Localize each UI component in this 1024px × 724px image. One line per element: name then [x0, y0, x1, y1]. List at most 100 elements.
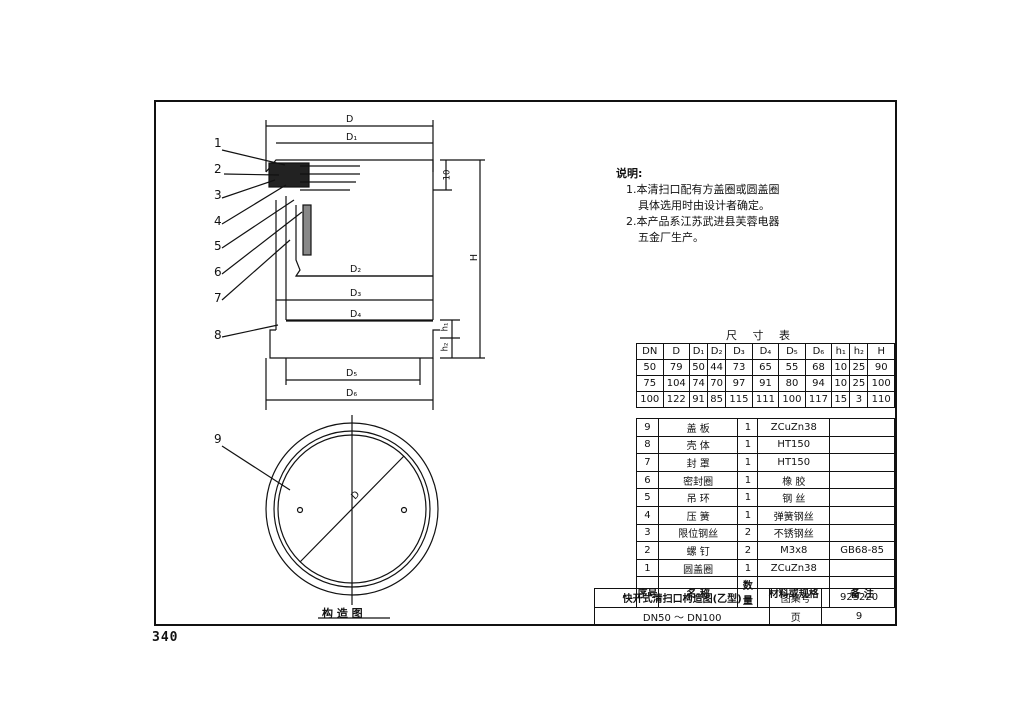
dim-label-10: 10: [442, 169, 453, 181]
cell: 4: [636, 505, 659, 525]
cell: [829, 558, 895, 578]
callout-8: 8: [214, 328, 222, 342]
table-row: 1 圆盖圈 1 ZCuZn38: [636, 558, 895, 578]
cell: [829, 488, 895, 507]
cell: 圆盖圈: [657, 558, 739, 578]
cell: 9: [636, 418, 659, 437]
col-header: D₁: [688, 343, 709, 360]
dim-label-d1: D₁: [346, 132, 358, 143]
plan-caption: 构 造 图: [322, 607, 363, 620]
cell: [829, 470, 895, 490]
cell: ZCuZn38: [757, 418, 831, 437]
cell: 85: [707, 391, 727, 408]
dim-label-d5: D₅: [346, 368, 358, 379]
sheet-page-number: 9: [821, 606, 897, 626]
cell: 117: [804, 391, 833, 408]
cell: 70: [707, 375, 727, 392]
atlas-number: 92S220: [821, 588, 897, 608]
page-number: 340: [152, 630, 179, 645]
dim-label-h2: h₂: [440, 342, 451, 352]
cell: 25: [849, 375, 869, 392]
cell: 73: [725, 359, 753, 376]
cell: 2: [737, 523, 759, 543]
cell: 74: [688, 375, 709, 392]
cell: 104: [662, 375, 690, 392]
callout-1: 1: [214, 136, 222, 150]
cell: 91: [688, 391, 709, 408]
note-1a: 1.本清扫口配有方盖圈或圆盖圈: [626, 183, 780, 196]
cell: 1: [737, 453, 759, 472]
cell: [829, 418, 895, 437]
cell: 限位钢丝: [657, 523, 739, 543]
cell: 封 罩: [657, 453, 739, 472]
cell: 100: [867, 375, 895, 392]
notes-block: 说明: 1.本清扫口配有方盖圈或圆盖圈 具体选用时由设计者确定。 2.本产品系江…: [616, 166, 780, 246]
cell: 110: [867, 391, 895, 408]
col-header: H: [867, 343, 895, 360]
cell: 50: [688, 359, 709, 376]
drawing-sheet-frame: [154, 100, 897, 626]
col-header: D₄: [751, 343, 780, 360]
cell: 68: [804, 359, 833, 376]
dimension-table-caption: 尺 寸 表: [726, 329, 796, 342]
dim-label-h: H: [469, 253, 481, 262]
cell: 10: [831, 359, 851, 376]
cell: 80: [778, 375, 806, 392]
atlas-label: 图集号: [769, 588, 823, 608]
cell: 6: [636, 470, 659, 490]
dim-label-d: D: [346, 114, 354, 125]
parts-list-table: 9 盖 板 1 ZCuZn38 8 壳 体 1 HT150 7 封 罩 1 HT…: [636, 418, 895, 609]
cell: 密封圈: [657, 470, 739, 490]
note-1b: 具体选用时由设计者确定。: [638, 199, 770, 212]
cell: 盖 板: [657, 418, 739, 437]
cell: 10: [831, 375, 851, 392]
cell: 壳 体: [657, 435, 739, 455]
cell: 螺 钉: [657, 541, 739, 560]
cell: 1: [737, 435, 759, 455]
cell: 100: [778, 391, 806, 408]
cell: 122: [662, 391, 690, 408]
callout-3: 3: [214, 188, 222, 202]
cell: GB68-85: [829, 541, 895, 560]
table-row: 100 122 91 85 115 111 100 117 15 3 110: [636, 391, 895, 408]
table-row: 75 104 74 70 97 91 80 94 10 25 100: [636, 375, 895, 392]
cell: 1: [737, 505, 759, 525]
cell: 55: [778, 359, 806, 376]
cell: [829, 505, 895, 525]
note-2b: 五金厂生产。: [638, 231, 704, 244]
cell: 115: [725, 391, 753, 408]
cell: 15: [831, 391, 851, 408]
col-header: D₅: [778, 343, 806, 360]
cell: 91: [751, 375, 780, 392]
cell: 8: [636, 435, 659, 455]
col-header: h₂: [849, 343, 869, 360]
dim-label-d3: D₃: [350, 288, 362, 299]
cell: 3: [636, 523, 659, 543]
cell: 1: [737, 488, 759, 507]
col-header: D: [662, 343, 690, 360]
cell: 弹簧钢丝: [757, 505, 831, 525]
cell: 1: [636, 558, 659, 578]
callout-4: 4: [214, 214, 222, 228]
cell: [829, 435, 895, 455]
cell: 79: [662, 359, 690, 376]
callout-9: 9: [214, 432, 222, 446]
callout-5: 5: [214, 239, 222, 253]
cell: 钢 丝: [757, 488, 831, 507]
cell: 5: [636, 488, 659, 507]
page-label: 页: [769, 606, 823, 626]
cell: 7: [636, 453, 659, 472]
cell: 1: [737, 558, 759, 578]
table-row: 7 封 罩 1 HT150: [636, 453, 895, 472]
table-row: 2 螺 钉 2 M3x8 GB68-85: [636, 541, 895, 560]
dimension-table-header: DN D D₁ D₂ D₃ D₄ D₅ D₆ h₁ h₂ H: [636, 343, 895, 360]
callout-2: 2: [214, 162, 222, 176]
cell: HT150: [757, 453, 831, 472]
cell: M3x8: [757, 541, 831, 560]
table-row: 4 压 簧 1 弹簧钢丝: [636, 505, 895, 525]
table-row: 9 盖 板 1 ZCuZn38: [636, 418, 895, 437]
cell: 97: [725, 375, 753, 392]
cell: HT150: [757, 435, 831, 455]
cell: 75: [636, 375, 664, 392]
